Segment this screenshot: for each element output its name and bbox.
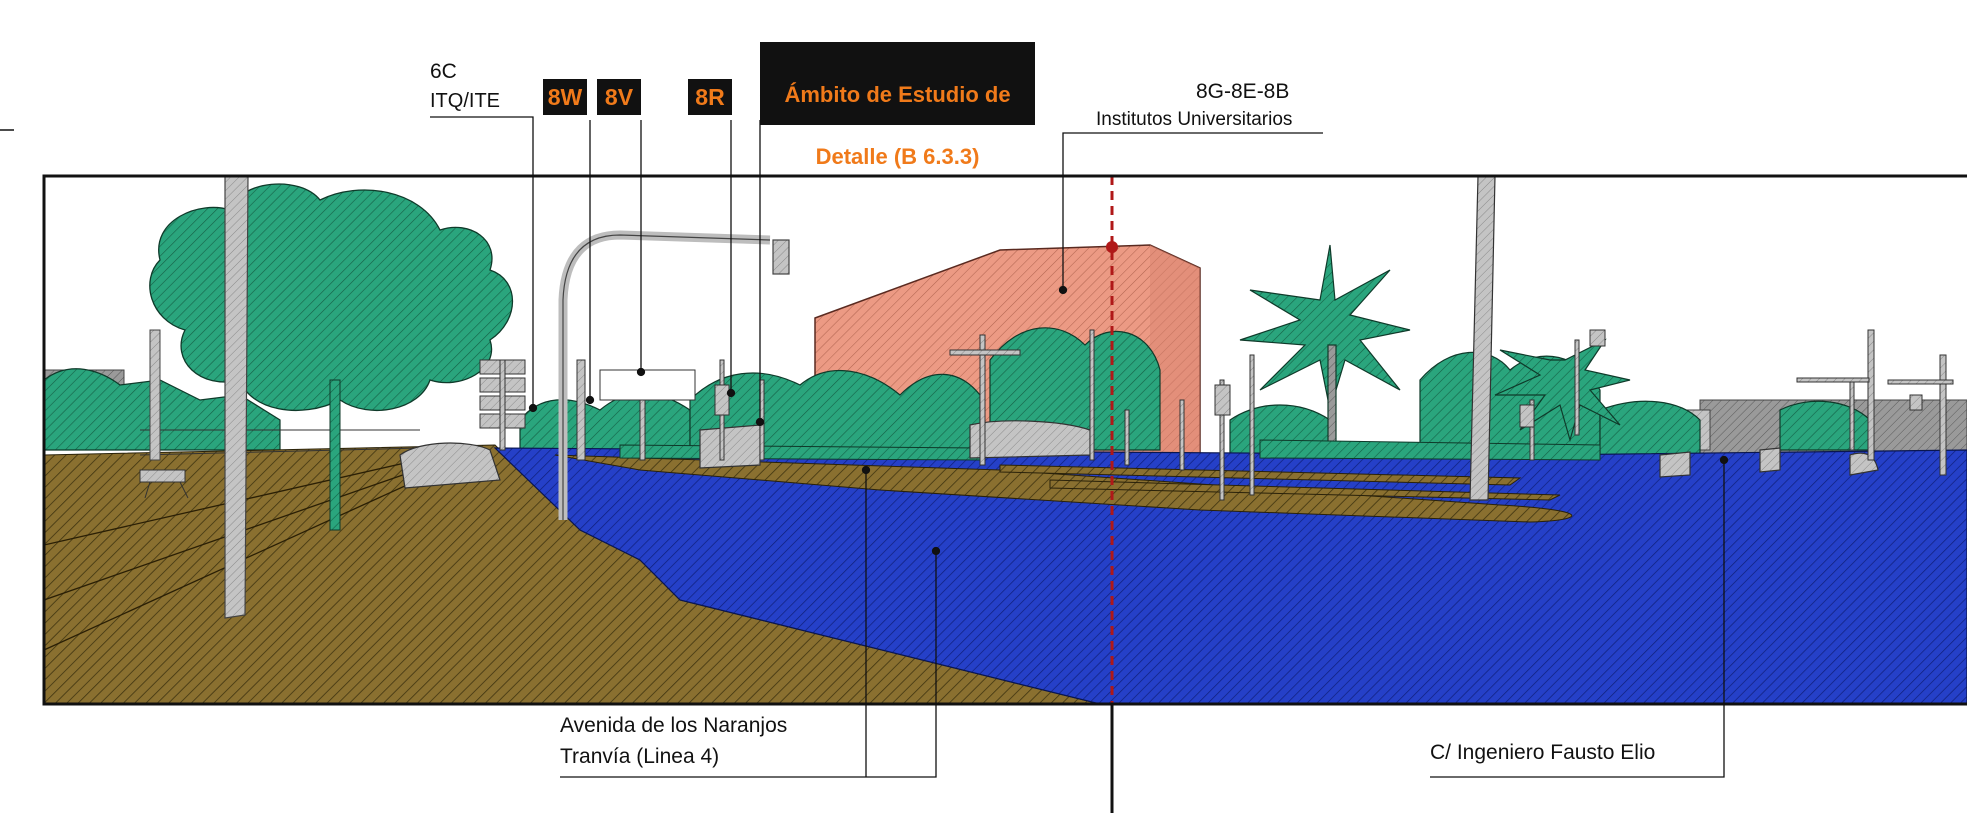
ambito-line-2: Detalle (B 6.3.3) (815, 144, 980, 169)
bench (139, 469, 189, 499)
leader-lines (430, 94, 1729, 778)
large-tree-left (149, 176, 513, 619)
badge-8v: 8V (597, 79, 641, 115)
stone-blocks (399, 420, 1879, 489)
green-strip (619, 444, 981, 461)
badge-8w: 8W (543, 79, 587, 115)
label-avenida-naranjos: Avenida de los Naranjos (560, 714, 788, 737)
palm-trees (1239, 244, 1631, 456)
label-8g-8e-8b: 8G-8E-8B (1196, 80, 1290, 103)
sign-posts (479, 329, 1954, 501)
section-frame (42, 174, 1967, 706)
label-institutos-universitarios: Institutos Universitarios (1096, 109, 1293, 130)
medians (554, 454, 1573, 523)
label-6c: 6C (430, 60, 457, 83)
tall-pole (1469, 176, 1496, 501)
label-itq-ite: ITQ/ITE (430, 90, 500, 112)
fence (139, 429, 421, 456)
street-lamp-curved (558, 230, 790, 520)
ambito-line-1: Ámbito de Estudio de (784, 82, 1011, 107)
scene (44, 176, 1967, 704)
label-calle-ingeniero-fausto-elio: C/ Ingeniero Fausto Elio (1430, 741, 1656, 764)
label-tranvia-linea-4: Tranvía (Linea 4) (560, 745, 720, 768)
badge-8r: 8R (688, 79, 732, 115)
axis-marker (1106, 241, 1118, 253)
badge-ambito-estudio: Ámbito de Estudio de Detalle (B 6.3.3) (760, 42, 1035, 169)
